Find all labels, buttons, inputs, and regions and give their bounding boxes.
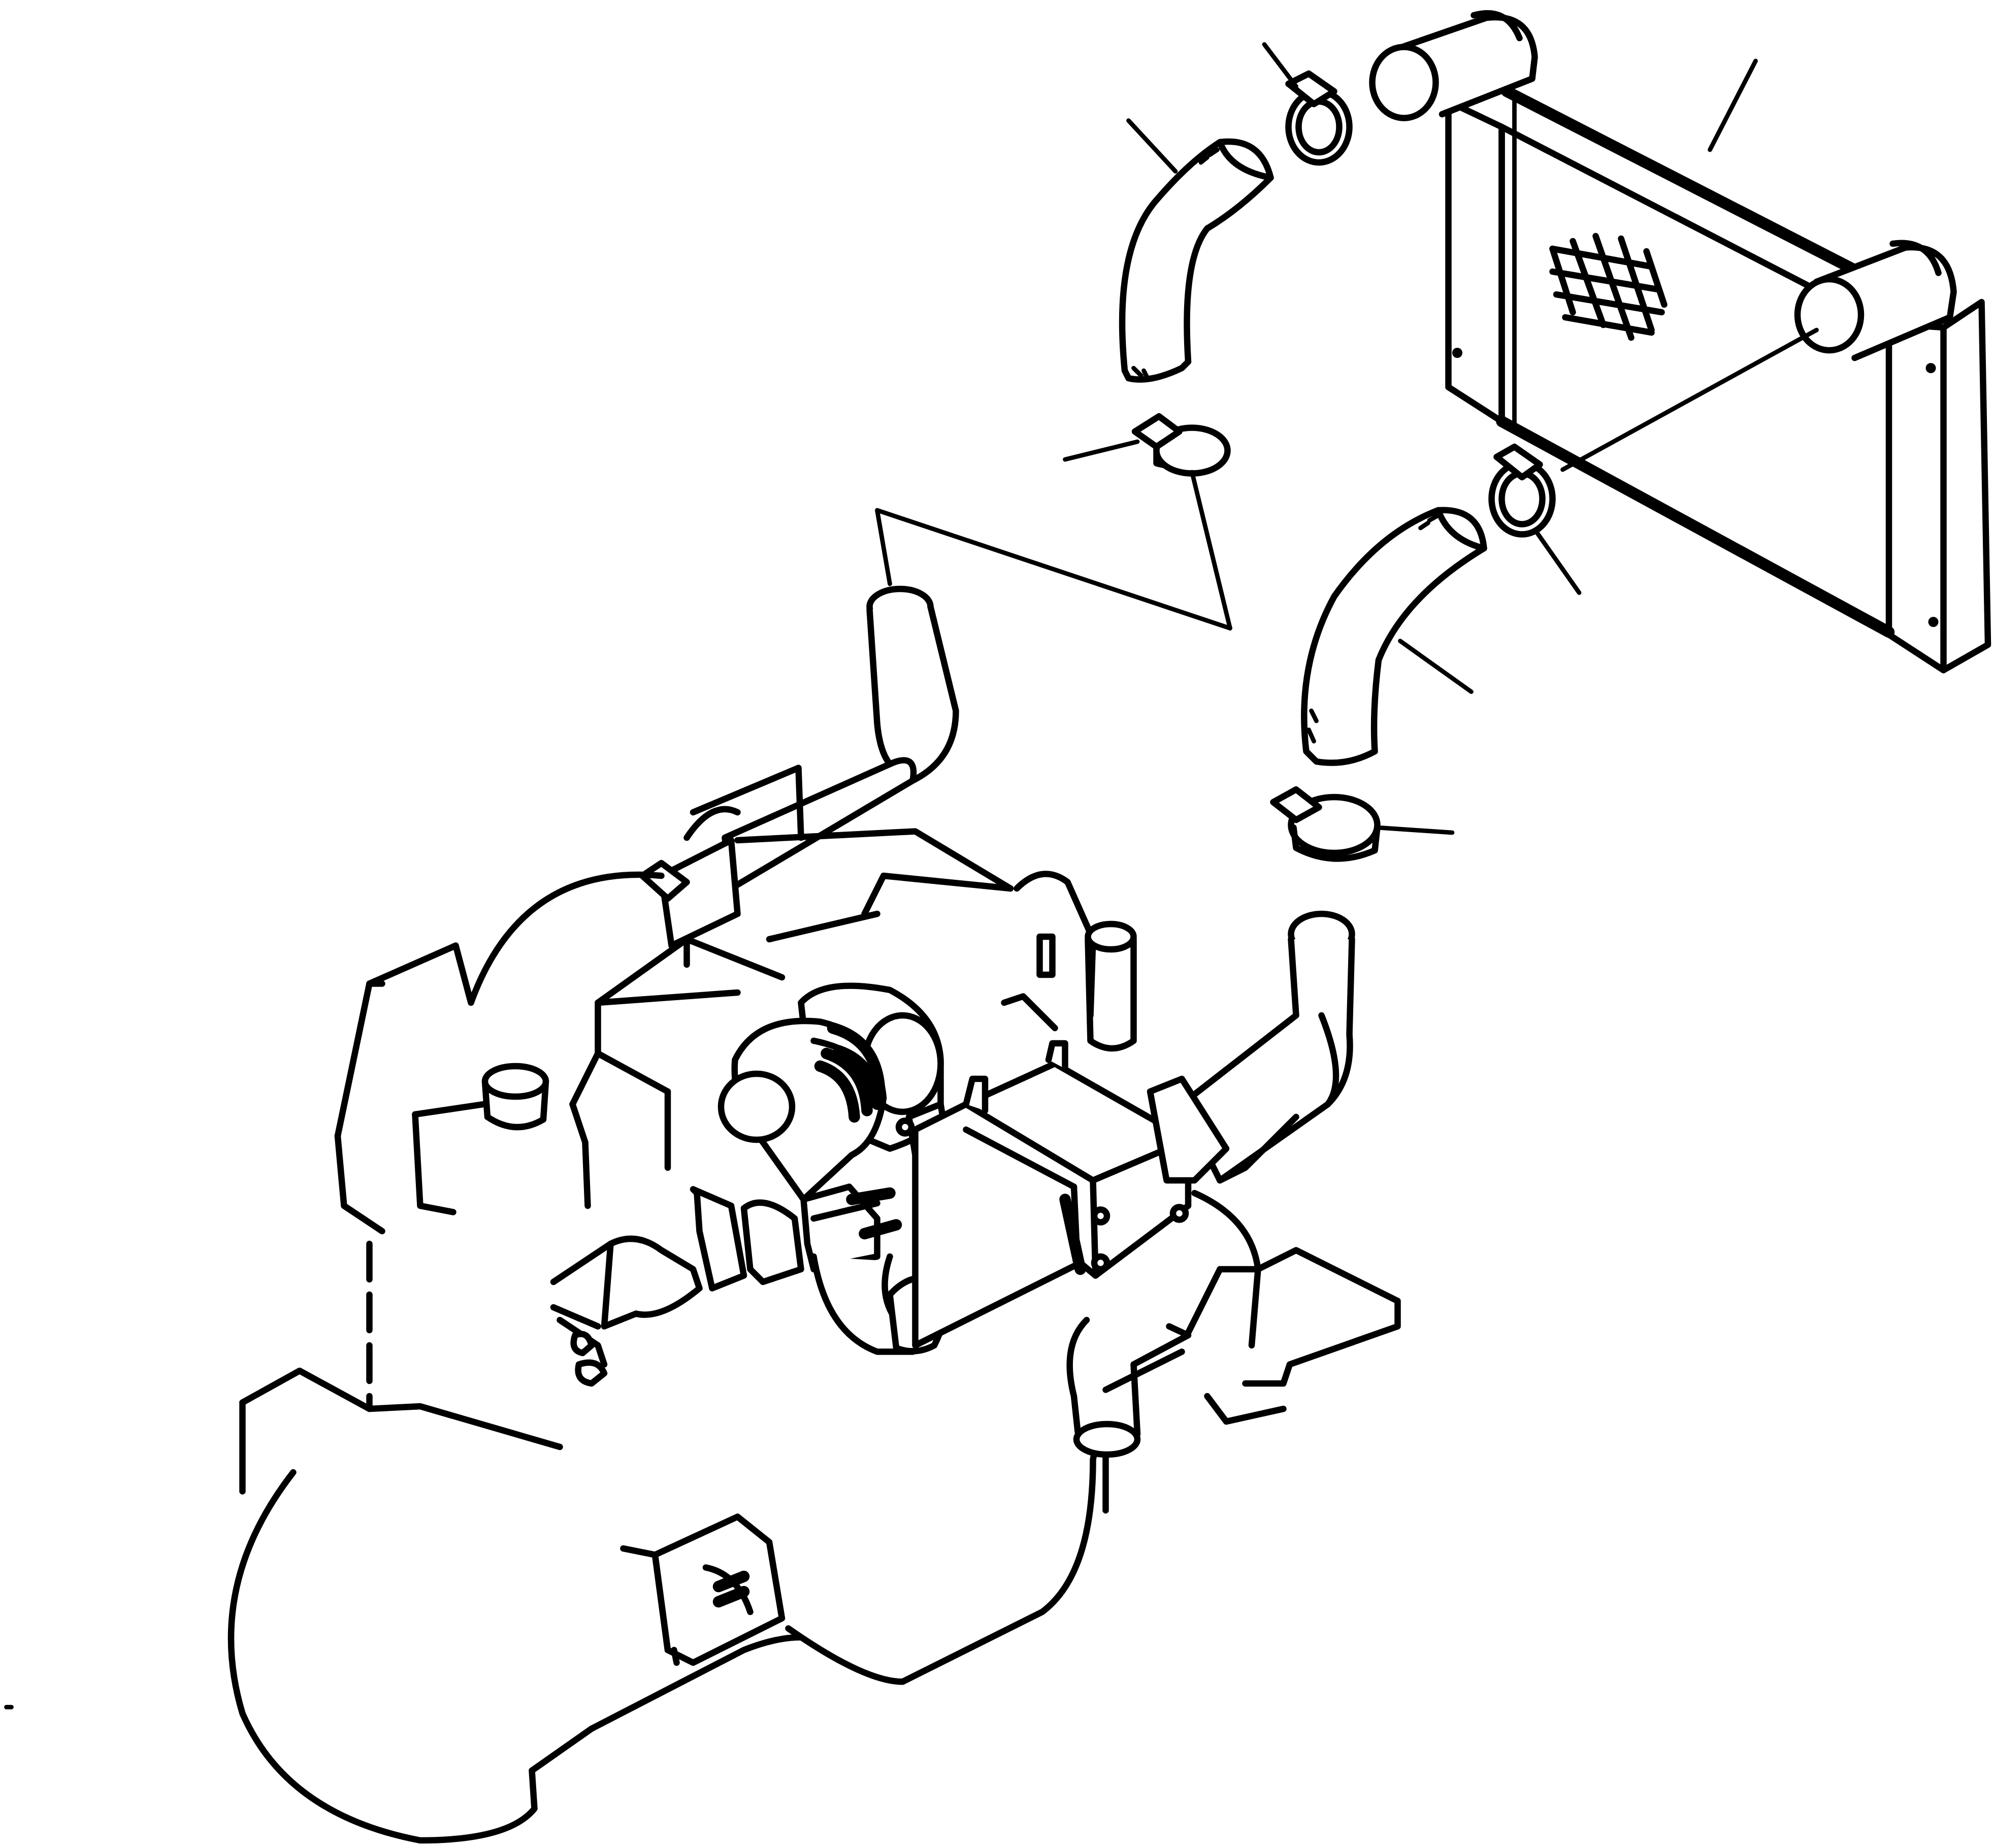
engine-block[interactable] bbox=[227, 765, 1109, 1844]
lower-hose[interactable] bbox=[1301, 507, 1487, 766]
upper-tube-clamp[interactable] bbox=[1063, 413, 1232, 631]
starter-motor bbox=[620, 1513, 786, 1666]
lower-tube-clamp[interactable] bbox=[1270, 786, 1455, 862]
turbocharger[interactable] bbox=[717, 982, 951, 1273]
core-to-hose-guide bbox=[1560, 327, 1819, 472]
water-outlet-elbow bbox=[1066, 1316, 1192, 1458]
engine-front-mount bbox=[1185, 1190, 1401, 1425]
clamp-group-leader bbox=[875, 508, 1232, 631]
lower-hose-clamp[interactable] bbox=[1488, 443, 1582, 595]
core-outlet-elbow bbox=[1794, 240, 1957, 361]
engine-outlet-tube bbox=[1147, 910, 1355, 1184]
thermostat-housing bbox=[1001, 871, 1137, 1052]
aftercooler-core[interactable] bbox=[1369, 10, 1991, 674]
fuel-line-assembly bbox=[550, 1186, 804, 1387]
oil-filler-cap bbox=[481, 1063, 549, 1131]
intake-connector-box bbox=[912, 1040, 1198, 1349]
upper-hose[interactable] bbox=[1119, 118, 1274, 383]
core-fin-mesh bbox=[1549, 233, 1668, 341]
upper-hose-clamp[interactable] bbox=[1262, 42, 1353, 166]
engine-intake-tube bbox=[639, 585, 959, 949]
core-inlet-elbow bbox=[1369, 10, 1538, 121]
